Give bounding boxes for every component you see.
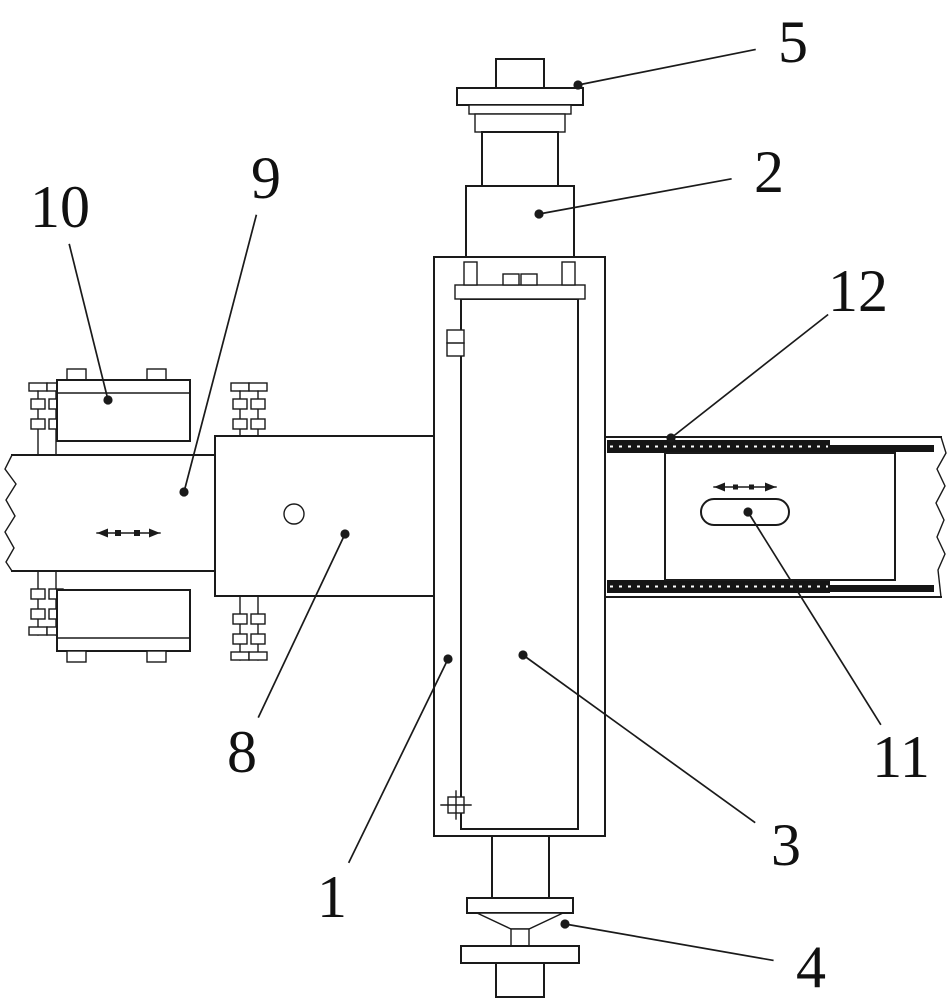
leader-dot-11 (743, 507, 753, 517)
leader-dot-5 (573, 80, 583, 90)
part-label-12: 12 (828, 258, 888, 324)
part-label-2: 2 (754, 139, 784, 205)
leader-dot-9 (179, 487, 189, 497)
leader-line-12 (670, 313, 829, 439)
part-label-4: 4 (796, 934, 826, 1000)
leader-line-5 (577, 48, 756, 86)
top-shaft-assembly (456, 58, 584, 258)
leader-dot-8 (340, 529, 350, 539)
leader-line-11 (747, 511, 882, 726)
bottom-flange (466, 897, 574, 914)
top-flange (456, 87, 584, 106)
coupling-block (465, 185, 575, 258)
leader-dot-1 (443, 654, 453, 664)
right-guide-rail (604, 436, 947, 598)
leader-line-1 (347, 658, 449, 864)
leader-dot-10 (103, 395, 113, 405)
leader-line-3 (522, 654, 756, 824)
leader-line-2 (538, 177, 732, 215)
upper-drive-motor (56, 368, 191, 442)
travel-arrow-right (713, 482, 777, 492)
leader-dot-3 (518, 650, 528, 660)
leader-dot-4 (560, 919, 570, 929)
leader-line-9 (183, 214, 258, 493)
part-label-11: 11 (872, 724, 930, 790)
part-label-8: 8 (227, 719, 257, 785)
side-clip (446, 329, 465, 357)
travel-arrow-left (96, 528, 161, 538)
lower-right-mount-bolts (230, 595, 268, 661)
bottom-fastener (440, 790, 472, 820)
left-guide-channel (4, 454, 216, 572)
part-label-9: 9 (251, 145, 281, 211)
bottom-shaft-assembly (460, 835, 580, 998)
leader-line-10 (68, 243, 109, 401)
leader-line-8 (257, 533, 346, 719)
part-label-3: 3 (771, 812, 801, 878)
part-label-10: 10 (30, 174, 90, 240)
main-housing (433, 256, 606, 837)
leader-line-4 (564, 923, 774, 962)
lower-drive-motor (56, 589, 191, 663)
slide-block (214, 435, 435, 597)
part-label-5: 5 (778, 9, 808, 75)
part-label-1: 1 (317, 864, 347, 930)
leader-dot-2 (534, 209, 544, 219)
leader-dot-12 (666, 433, 676, 443)
callout-layer: 5 2 12 9 10 8 1 3 11 4 (30, 9, 930, 1000)
